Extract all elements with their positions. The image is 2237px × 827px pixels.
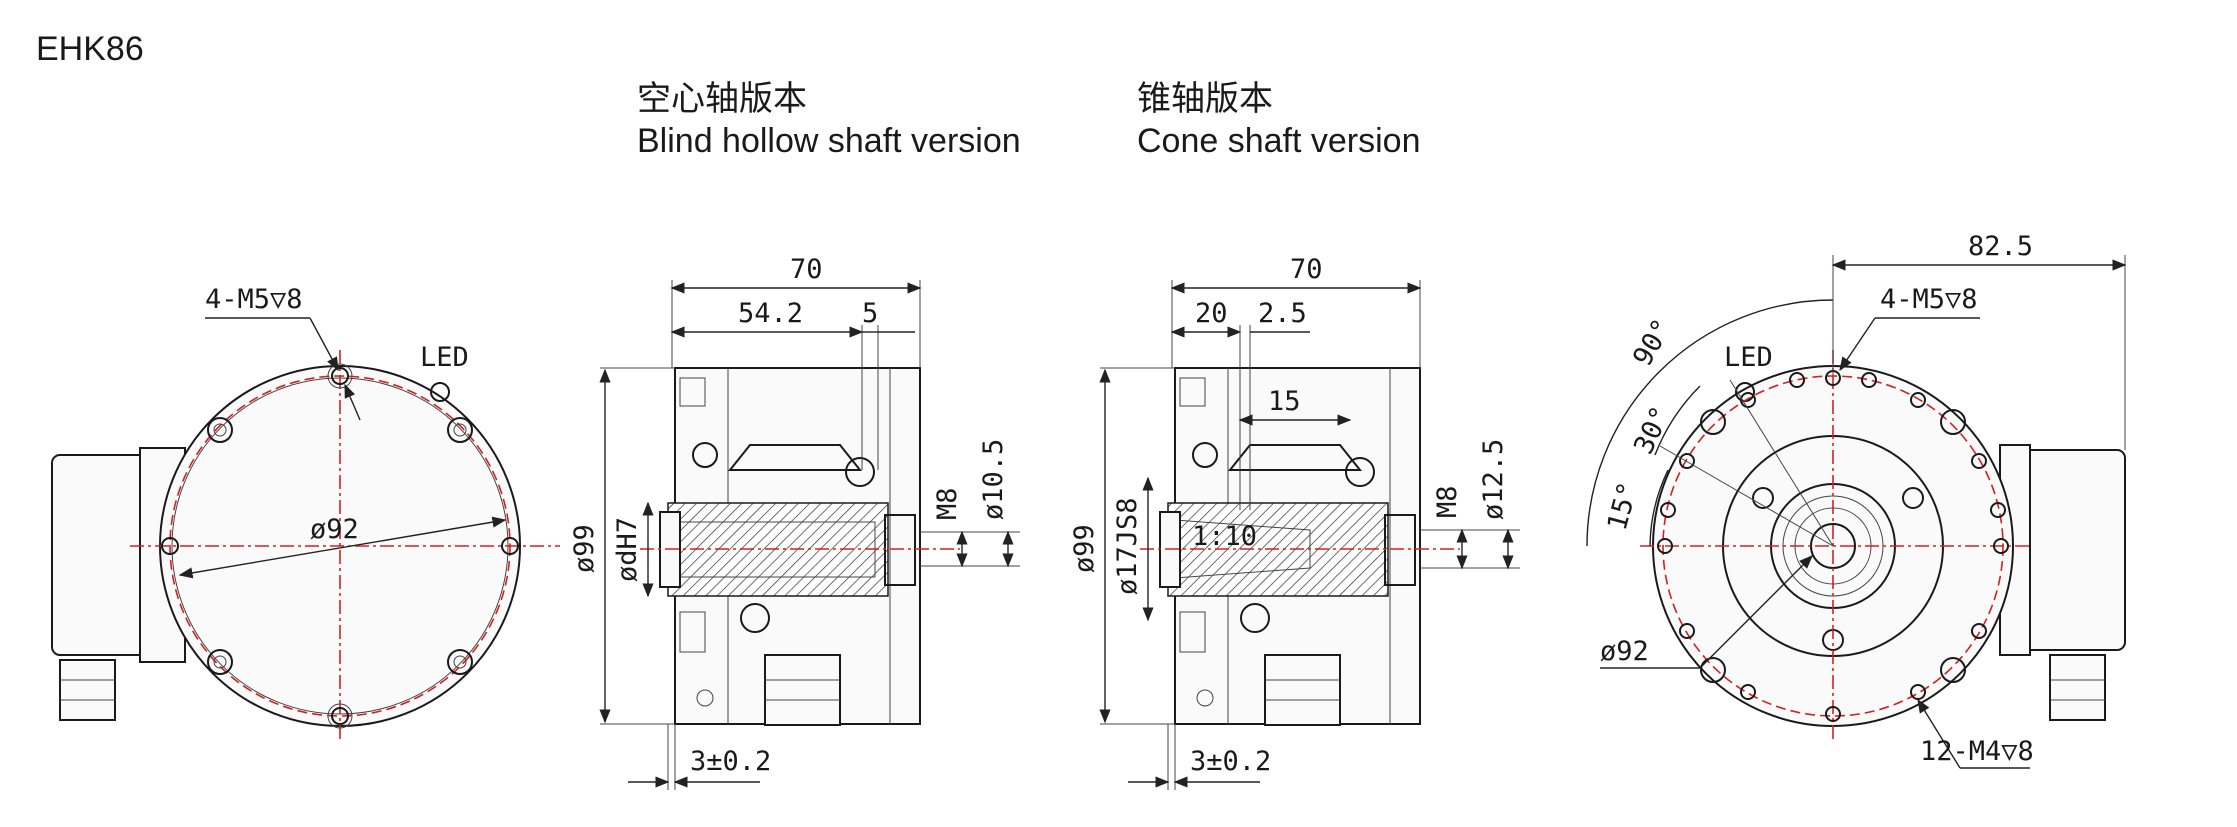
led-indicator (430, 382, 450, 402)
cone-thread-diameter: ø12.5 (1478, 439, 1509, 520)
hollow-view-title-cn: 空心轴版本 (637, 80, 807, 118)
rear-angle-15: 15° (1602, 479, 1645, 534)
hollow-side-view: 70 54.2 5 ø99 ødH7 M8 ø10.5 3±0.2 (569, 254, 1020, 790)
model-name: EHK86 (36, 30, 144, 68)
cone-thread: M8 (1432, 485, 1463, 518)
hollow-bore: ødH7 (612, 517, 643, 582)
cone-overall-length: 70 (1290, 254, 1323, 285)
rear-angle-30: 30° (1628, 402, 1677, 459)
rear-connector-housing (2014, 449, 2126, 651)
cone-length-b: 2.5 (1258, 298, 1307, 329)
front-pcd-label: ø92 (310, 514, 359, 545)
hollow-flange-offset: 3±0.2 (690, 746, 771, 777)
rear-angle-90: 90° (1627, 314, 1678, 372)
hollow-body-diameter: ø99 (569, 524, 600, 573)
cone-diameter: ø17JS8 (1112, 497, 1143, 595)
cone-flange-offset: 3±0.2 (1190, 746, 1271, 777)
rear-hole-callout-12: 12-M4▽8 (1920, 736, 2034, 767)
rear-led-label: LED (1724, 342, 1773, 373)
hollow-overall-length: 70 (790, 254, 823, 285)
front-led-label: LED (420, 342, 469, 373)
hollow-length-a: 54.2 (738, 298, 803, 329)
rear-pcd-label: ø92 (1600, 636, 1649, 667)
cone-view-title-en: Cone shaft version (1137, 122, 1421, 160)
hollow-thread: M8 (932, 487, 963, 520)
front-view: 4-M5▽8 LED ø92 (51, 284, 560, 740)
rear-hole-callout-4: 4-M5▽8 (1880, 284, 1978, 315)
cone-length: 15 (1268, 386, 1301, 417)
cone-view-title-cn: 锥轴版本 (1137, 80, 1273, 118)
rear-view: 90° 30° 15° 82.5 4-M5▽8 LED ø92 12-M4▽8 (1586, 231, 2127, 769)
hollow-thread-diameter: ø10.5 (978, 439, 1009, 520)
cone-side-view: 1:10 70 20 2.5 15 ø99 ø17JS8 M8 ø12.5 3±… (1069, 254, 1520, 790)
cone-taper: 1:10 (1192, 521, 1257, 552)
cone-body-diameter: ø99 (1069, 524, 1100, 573)
hollow-view-title-en: Blind hollow shaft version (637, 122, 1021, 160)
rear-overall-width: 82.5 (1968, 231, 2033, 262)
hollow-length-b: 5 (862, 298, 878, 329)
cone-length-a: 20 (1195, 298, 1228, 329)
front-hole-callout: 4-M5▽8 (205, 284, 303, 315)
cable-gland (59, 659, 116, 721)
